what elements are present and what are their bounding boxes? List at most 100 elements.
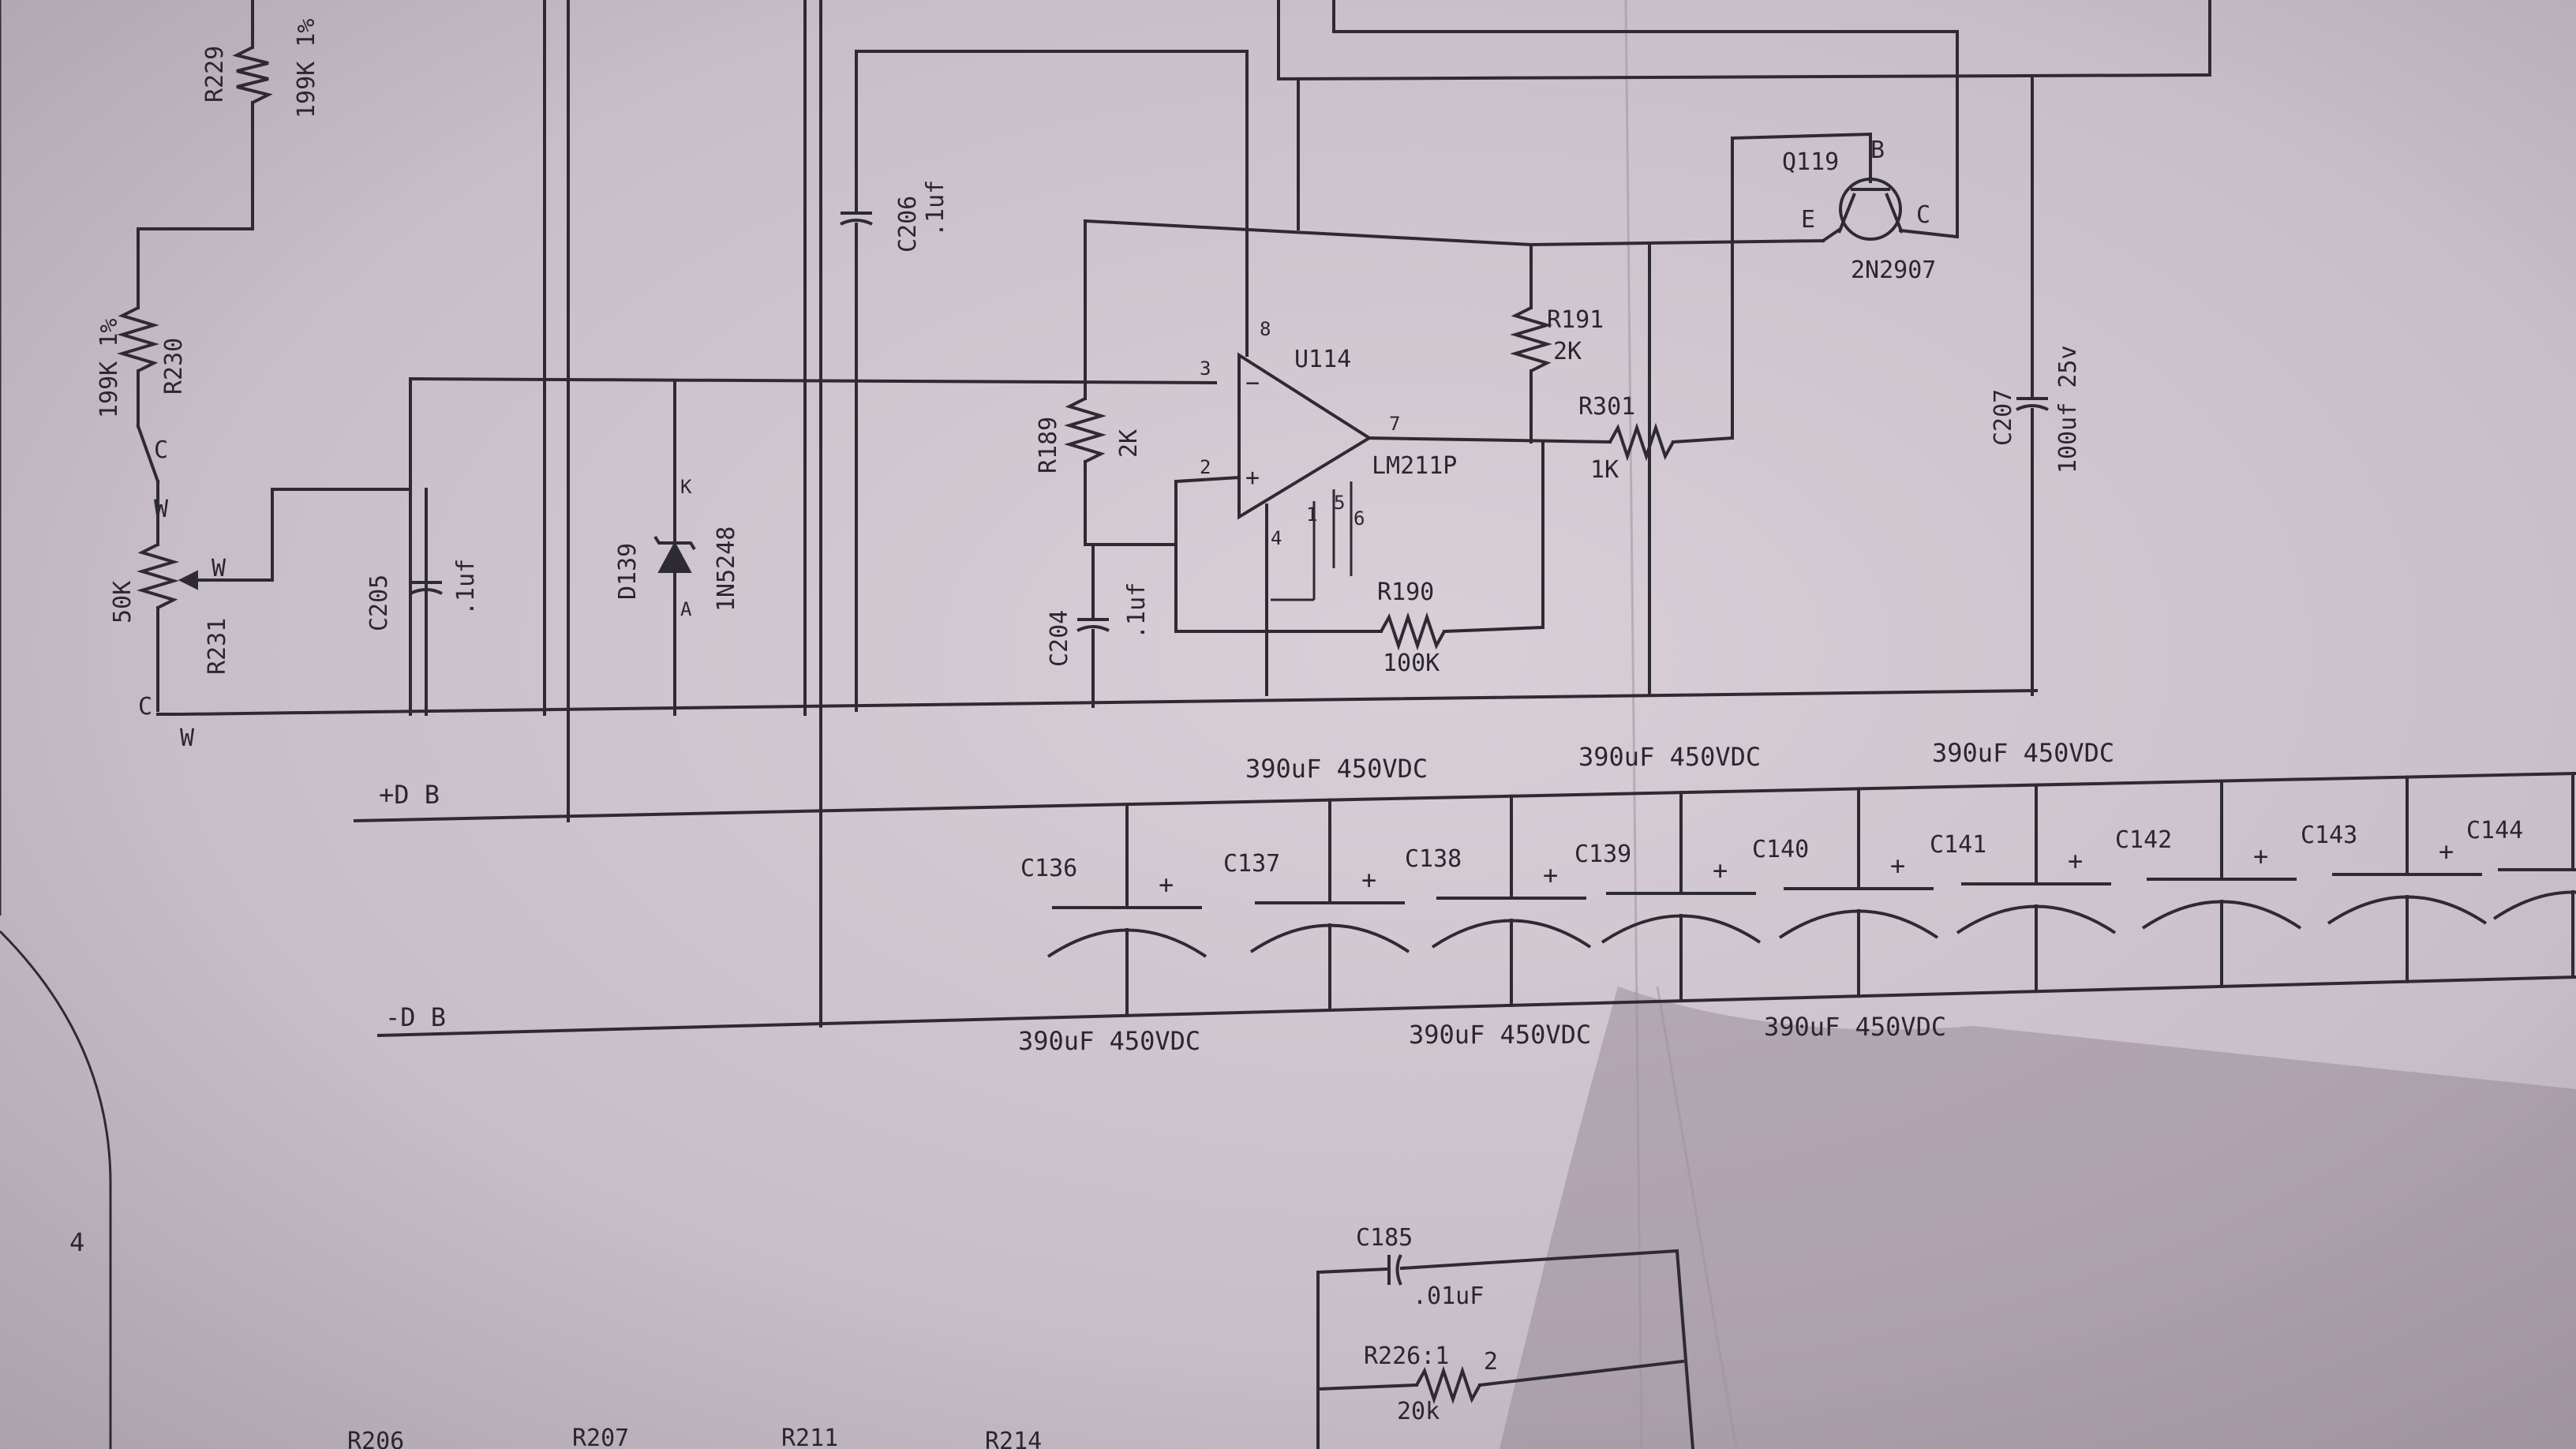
opamp-pin-4: 4 bbox=[1271, 527, 1282, 549]
c207-value: 100uf 25v bbox=[2054, 345, 2082, 474]
bulk-cap-plus-3: + bbox=[1543, 860, 1558, 890]
capacitor-c206-plate-2 bbox=[840, 219, 873, 226]
r230-ref: R230 bbox=[160, 338, 188, 395]
opamp-pin-2: 2 bbox=[1200, 456, 1211, 478]
bulk-cap-ref-2: C137 bbox=[1223, 850, 1280, 878]
sheet-zone-number: 4 bbox=[69, 1227, 84, 1257]
opamp-pin-8: 8 bbox=[1260, 318, 1271, 340]
rating-top-3: 390uF 450VDC bbox=[1932, 738, 2114, 768]
wire-plus-input-h bbox=[1174, 475, 1241, 484]
resistor-r189 bbox=[1064, 397, 1106, 463]
pot-w-side-label: W bbox=[212, 555, 227, 582]
r231-value: 50K bbox=[109, 581, 137, 623]
q119-ref: Q119 bbox=[1782, 148, 1839, 176]
c204-ref: C204 bbox=[1046, 610, 1073, 667]
r190-value: 100K bbox=[1383, 650, 1440, 677]
r230-value: 199K 1% bbox=[95, 319, 123, 418]
wire-pot-top bbox=[136, 424, 160, 484]
opamp-u114 bbox=[1237, 352, 1372, 520]
r231-ref: R231 bbox=[204, 618, 231, 675]
d139-ref: D139 bbox=[614, 543, 642, 600]
q119-emitter-leg bbox=[1837, 193, 1856, 234]
wire-q119-base-h bbox=[1730, 132, 1873, 140]
ref-r211: R211 bbox=[781, 1425, 838, 1449]
rail-positive-label: +D B bbox=[379, 780, 440, 810]
q119-collector-leg bbox=[1885, 193, 1904, 234]
bulk-cap-ref-4: C139 bbox=[1574, 841, 1631, 868]
bulk-cap-ref-1: C136 bbox=[1020, 855, 1077, 882]
bulk-cap-plus-8: + bbox=[2439, 837, 2454, 867]
rating-bottom-1: 390uF 450VDC bbox=[1018, 1026, 1200, 1056]
bulk-cap-plus-2: + bbox=[1361, 865, 1376, 895]
pot-c-bottom-label: C bbox=[138, 693, 152, 721]
pot-w-bottom-label: W bbox=[180, 724, 195, 752]
sheet-border-curve bbox=[0, 930, 112, 1449]
opamp-minus-sign: − bbox=[1245, 369, 1260, 397]
r191-value: 2K bbox=[1553, 338, 1582, 365]
r229-value: 199K 1% bbox=[293, 19, 320, 118]
opamp-ref: U114 bbox=[1294, 346, 1351, 373]
c207-ref: C207 bbox=[1990, 389, 2017, 446]
bulk-cap-plus-7: + bbox=[2253, 841, 2268, 871]
c205-ref: C205 bbox=[365, 575, 393, 631]
wire-emitter-bus bbox=[1529, 238, 1825, 247]
pot-w-top-label: W bbox=[154, 496, 169, 523]
wire-r190-right bbox=[1442, 625, 1545, 634]
potentiometer-r231 bbox=[137, 543, 179, 609]
c205-value: .1uf bbox=[452, 559, 480, 616]
paper-fold-line-2 bbox=[1624, 0, 1643, 1449]
rating-bottom-3: 390uF 450VDC bbox=[1764, 1012, 1946, 1042]
bulk-cap-ref-9: C144 bbox=[2466, 817, 2523, 844]
r189-value: 2K bbox=[1115, 429, 1143, 458]
paper-fold-shadow bbox=[1500, 987, 2576, 1449]
resistor-r191 bbox=[1510, 306, 1552, 373]
resistor-r301 bbox=[1608, 422, 1675, 462]
wire-c185-top-r bbox=[1399, 1249, 1679, 1271]
bulk-cap-ref-7: C142 bbox=[2115, 826, 2172, 854]
rating-bottom-2: 390uF 450VDC bbox=[1409, 1020, 1591, 1050]
ref-r206: R206 bbox=[347, 1428, 404, 1449]
r189-ref: R189 bbox=[1035, 417, 1062, 474]
bulk-cap-ref-5: C140 bbox=[1752, 836, 1809, 863]
d139-cathode-label: K bbox=[680, 476, 692, 498]
diode-d139-bar bbox=[653, 535, 696, 551]
wire-r301-right bbox=[1671, 436, 1735, 444]
bulk-cap-ref-6: C141 bbox=[1930, 831, 1986, 859]
diode-d139 bbox=[657, 541, 692, 573]
resistor-r226 bbox=[1415, 1365, 1481, 1405]
r301-ref: R301 bbox=[1578, 393, 1635, 421]
c206-ref: C206 bbox=[894, 196, 922, 253]
transistor-q119 bbox=[1839, 178, 1902, 241]
bulk-cap-plus-5: + bbox=[1890, 851, 1905, 881]
resistor-r229 bbox=[232, 46, 273, 104]
wire-opamp-output bbox=[1367, 436, 1612, 444]
r226-ref: R226:1 bbox=[1364, 1342, 1449, 1370]
r191-ref: R191 bbox=[1547, 306, 1604, 334]
bulk-cap-plus-4: + bbox=[1713, 856, 1728, 886]
opamp-pin-5: 5 bbox=[1334, 492, 1345, 514]
r226-value: 20k bbox=[1397, 1398, 1440, 1425]
rail-negative-label: -D B bbox=[385, 1002, 446, 1032]
resistor-r190 bbox=[1380, 612, 1446, 651]
wire-to-opamp-minus bbox=[408, 376, 1218, 385]
opamp-pin-3: 3 bbox=[1200, 358, 1211, 380]
opamp-part: LM211P bbox=[1372, 452, 1457, 480]
bulk-cap-plus-1: + bbox=[1159, 870, 1174, 900]
r190-ref: R190 bbox=[1377, 578, 1434, 606]
wire-c185-top-l bbox=[1316, 1267, 1390, 1275]
opamp-pin-6: 6 bbox=[1354, 507, 1365, 530]
rail-negative bbox=[376, 975, 2576, 1038]
r229-ref: R229 bbox=[201, 46, 229, 103]
capacitor-c205-plate-2 bbox=[410, 588, 443, 595]
rail-positive bbox=[353, 771, 2576, 823]
wire-c185-right bbox=[1675, 1249, 1695, 1449]
wire-r189-top-h bbox=[1083, 219, 1533, 247]
wire-top-frame-6 bbox=[1276, 73, 2212, 81]
c206-value: .1uf bbox=[922, 180, 949, 237]
resistor-r230 bbox=[117, 306, 159, 373]
bulk-cap-plus-6: + bbox=[2068, 846, 2083, 876]
bulk-cap-ref-3: C138 bbox=[1405, 845, 1462, 873]
ref-r214: R214 bbox=[985, 1428, 1042, 1449]
